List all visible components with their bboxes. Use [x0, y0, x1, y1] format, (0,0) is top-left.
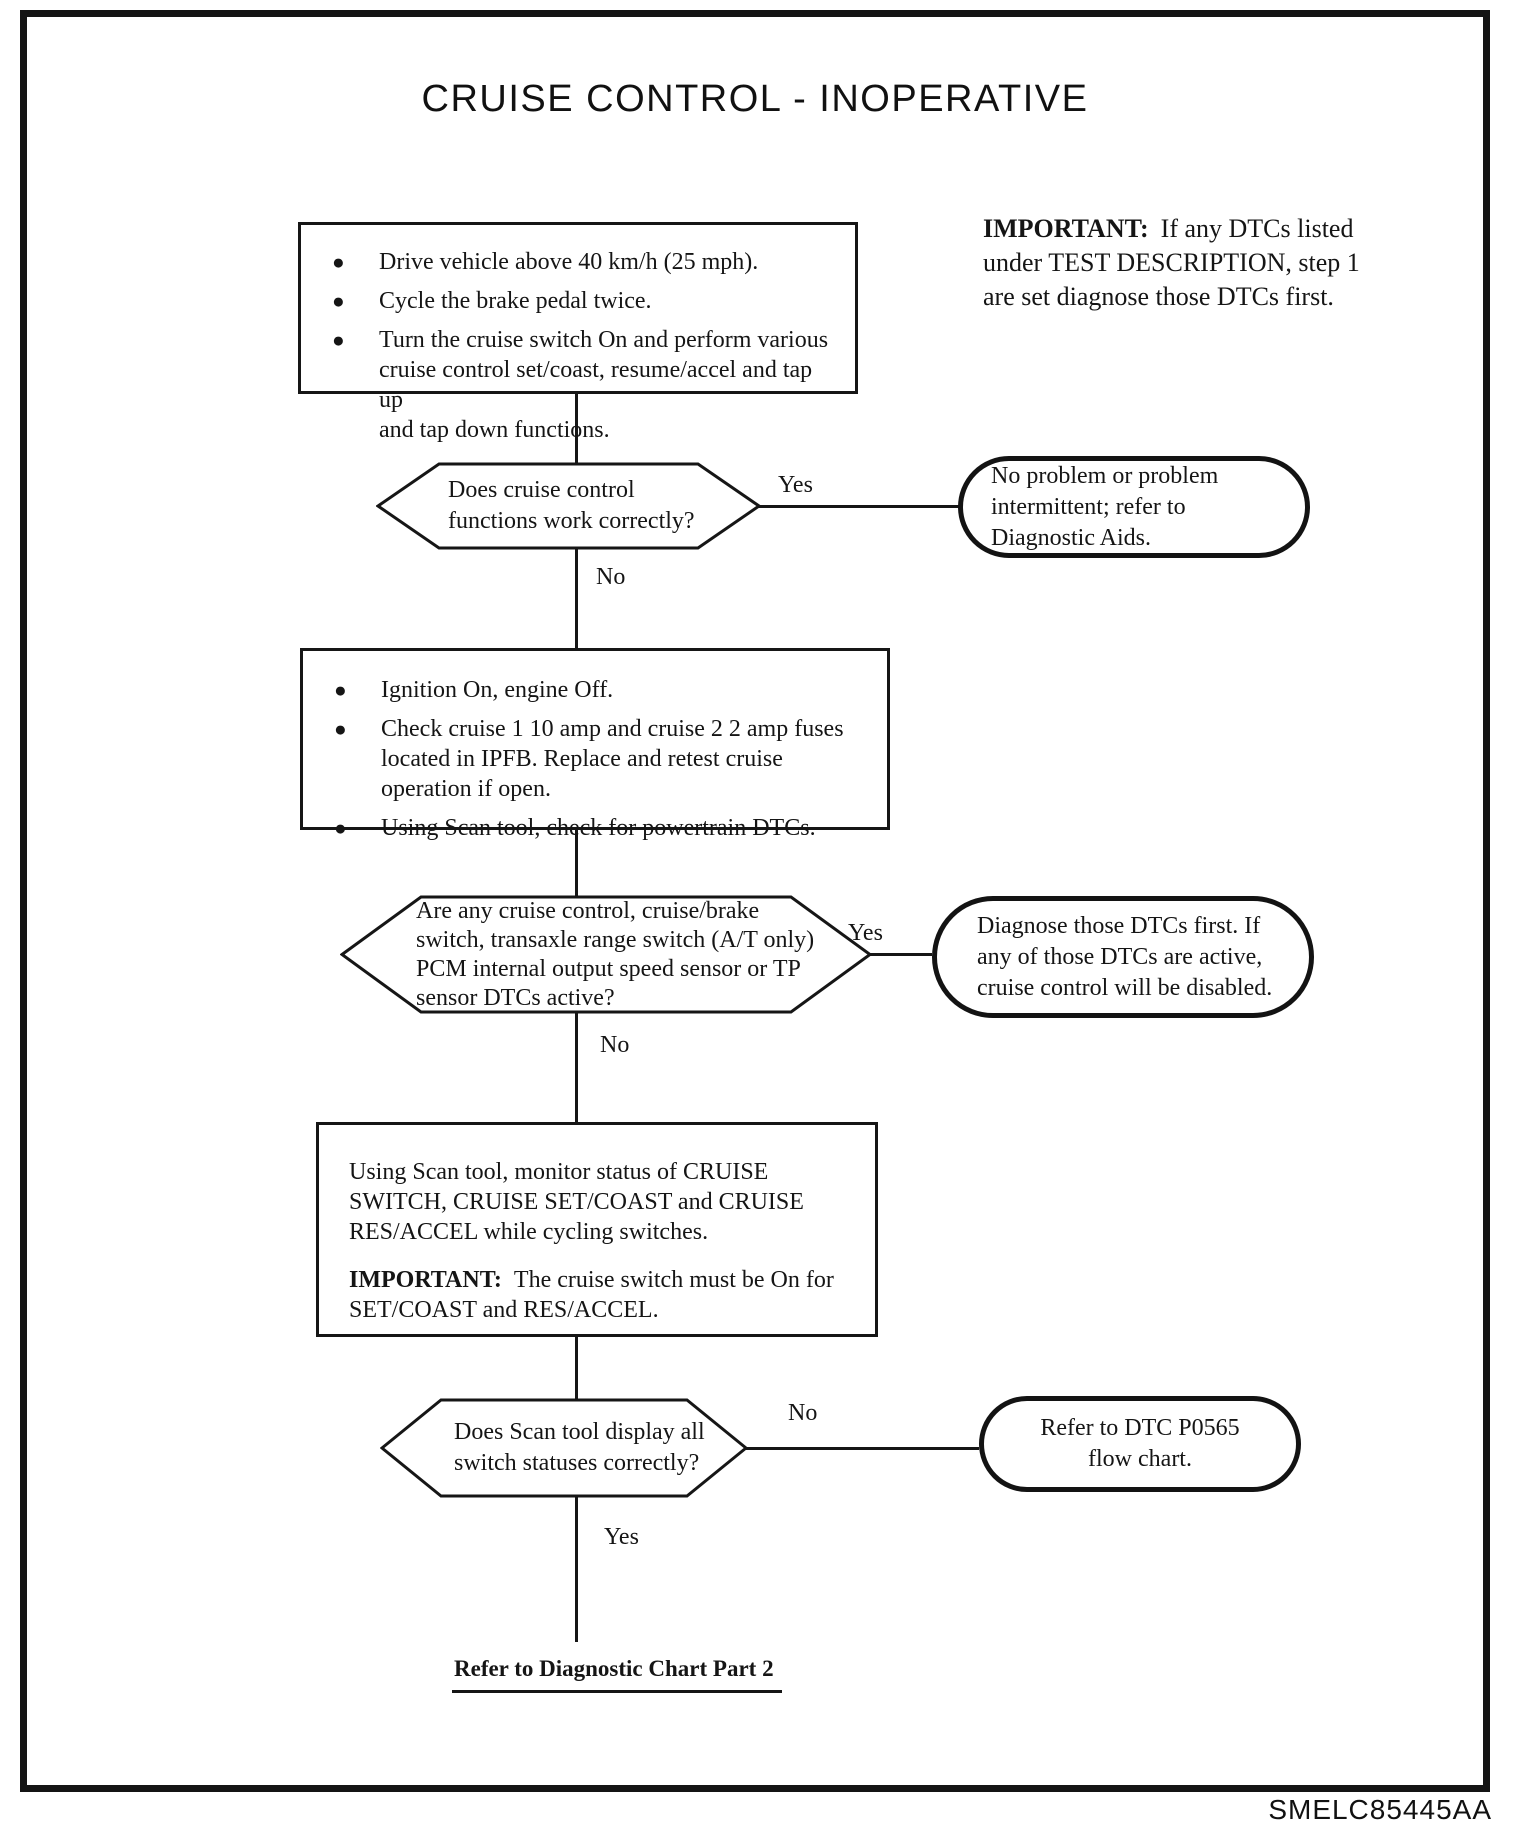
yes-label: Yes: [604, 1524, 639, 1550]
important-note-text: If any DTCs listed under TEST DESCRIPTIO…: [983, 214, 1360, 311]
decision-text: Does Scan tool display all switch status…: [454, 1419, 705, 1476]
decision-hexagon-2: Are any cruise control, cruise/brake swi…: [340, 895, 872, 1014]
procedure-box-3: Using Scan tool, monitor status of CRUIS…: [316, 1122, 878, 1337]
bullet-item: ● Check cruise 1 10 amp and cruise 2 2 a…: [331, 714, 869, 804]
bullet-text: Check cruise 1 10 amp and cruise 2 2 amp…: [381, 716, 844, 802]
bullet-marker: ●: [334, 678, 347, 702]
bullet-text: Ignition On, engine Off.: [381, 677, 614, 703]
flow-connector-decision2-yes: [868, 953, 932, 956]
flow-connector-box1-decision1: [575, 392, 578, 464]
no-label: No: [788, 1400, 818, 1426]
hexagon-shape: [376, 462, 761, 550]
important-note: IMPORTANT:If any DTCs listed under TEST …: [983, 212, 1433, 314]
terminator-dtc-p0565: Refer to DTC P0565 flow chart.: [979, 1396, 1301, 1492]
page-border: [20, 10, 1490, 1792]
flow-connector-decision1-box2: [575, 548, 578, 650]
decision-text: Does cruise control functions work corre…: [448, 477, 695, 534]
bullet-marker: ●: [332, 250, 345, 274]
doc-code: SMELC85445AA: [1268, 1794, 1492, 1825]
flow-connector-decision3-footer: [575, 1496, 578, 1642]
bullet-item: ● Using Scan tool, check for powertrain …: [331, 813, 869, 843]
decision-hexagon-3: Does Scan tool display all switch status…: [380, 1398, 748, 1498]
terminator-text: No problem or problem intermittent; refe…: [991, 462, 1219, 551]
decision-text: Are any cruise control, cruise/brake swi…: [416, 897, 815, 1011]
flow-connector-decision3-no: [745, 1447, 979, 1450]
terminator-text: Diagnose those DTCs first. If any of tho…: [977, 912, 1273, 1001]
yes-label: Yes: [778, 472, 813, 498]
bullet-marker: ●: [334, 816, 347, 840]
bullet-item: ● Cycle the brake pedal twice.: [329, 286, 837, 316]
bullet-marker: ●: [332, 328, 345, 352]
bullet-marker: ●: [332, 289, 345, 313]
procedure-box-1: ● Drive vehicle above 40 km/h (25 mph). …: [298, 222, 858, 443]
flow-connector-box3-decision3: [575, 1335, 578, 1401]
no-label: No: [600, 1032, 630, 1058]
important-text: The cruise switch must be On for SET/COA…: [349, 1267, 834, 1323]
flow-connector-decision1-yes: [758, 505, 962, 508]
bullet-text: Drive vehicle above 40 km/h (25 mph).: [379, 249, 759, 275]
bullet-text: Cycle the brake pedal twice.: [379, 288, 652, 314]
terminator-diagnose-dtcs: Diagnose those DTCs first. If any of tho…: [932, 896, 1314, 1018]
no-label: No: [596, 564, 626, 590]
procedure-box-2: ● Ignition On, engine Off. ● Check cruis…: [300, 648, 890, 841]
hexagon-shape: [340, 895, 872, 1014]
footer-reference: Refer to Diagnostic Chart Part 2: [452, 1656, 782, 1693]
decision-hexagon-1: Does cruise control functions work corre…: [376, 462, 761, 550]
box3-paragraph: Using Scan tool, monitor status of CRUIS…: [349, 1159, 804, 1245]
bullet-item: ● Ignition On, engine Off.: [331, 675, 869, 705]
page-title: CRUISE CONTROL - INOPERATIVE: [421, 78, 1089, 120]
hexagon-shape: [380, 1398, 748, 1498]
flow-connector-box2-decision2: [575, 828, 578, 898]
yes-label: Yes: [848, 920, 883, 946]
important-label: IMPORTANT:: [349, 1267, 502, 1293]
bullet-marker: ●: [334, 717, 347, 741]
bullet-text: Turn the cruise switch On and perform va…: [379, 327, 829, 443]
box3-important: IMPORTANT:The cruise switch must be On f…: [349, 1265, 851, 1325]
important-note-label: IMPORTANT:: [983, 214, 1149, 243]
flow-connector-decision2-box3: [575, 1012, 578, 1124]
terminator-text: Refer to DTC P0565 flow chart.: [1040, 1415, 1240, 1472]
bullet-text: Using Scan tool, check for powertrain DT…: [381, 815, 816, 841]
terminator-no-problem: No problem or problem intermittent; refe…: [958, 456, 1310, 558]
bullet-item: ● Drive vehicle above 40 km/h (25 mph).: [329, 247, 837, 277]
bullet-item: ● Turn the cruise switch On and perform …: [329, 325, 837, 445]
